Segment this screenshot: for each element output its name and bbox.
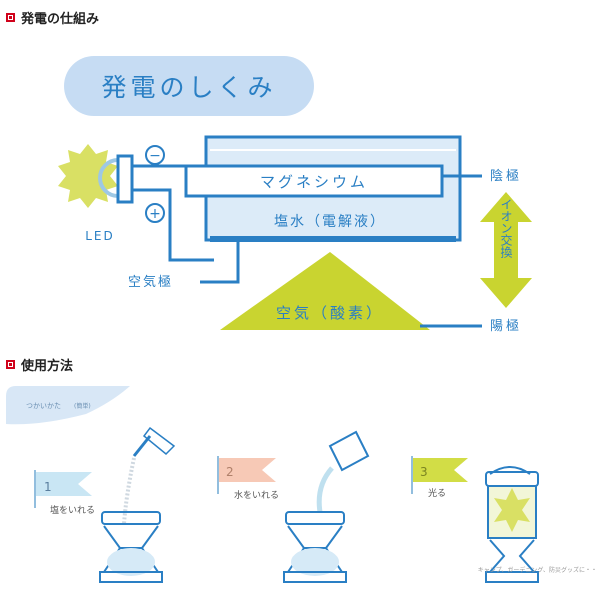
glow-icon (494, 488, 530, 532)
lantern-base (485, 571, 539, 583)
title-banner (64, 56, 314, 116)
minus-terminal-icon (145, 145, 165, 165)
air-electrode-label: 空気極 (128, 274, 173, 290)
step-2-number: 2 (226, 465, 234, 479)
flag-2-icon (219, 458, 276, 482)
generation-diagram: 発電のしくみ LED − + マグネシウム 塩水（電解液） 陰極 イオン交換 空… (58, 56, 532, 334)
scoop-icon (142, 426, 176, 456)
step-3: 3 光る (411, 456, 539, 583)
section-title-generation: 発電の仕組み (21, 12, 100, 27)
flag-1-icon (36, 472, 92, 496)
lantern-top (101, 511, 161, 525)
step-3-number: 3 (420, 465, 428, 479)
red-square-icon (6, 13, 15, 22)
positive-wire (132, 188, 214, 262)
lantern-top (485, 471, 539, 487)
ion-exchange-arrow (480, 192, 532, 308)
usage-tag-text: つかいかた (26, 402, 61, 410)
jug-icon (328, 430, 370, 472)
section-header-usage: 使用方法 (6, 355, 73, 374)
lantern-water (107, 548, 155, 576)
anode-label: 陽極 (490, 318, 522, 334)
section-title-usage: 使用方法 (21, 359, 74, 374)
cathode-label: 陰極 (490, 168, 522, 184)
step-2: 2 水をいれる (217, 430, 370, 583)
air-electrode-plate (210, 236, 456, 242)
electrolyte-label: 塩水（電解液） (274, 214, 386, 230)
plus-sign: + (149, 206, 161, 222)
usage-tag (6, 386, 130, 425)
water-stream (316, 466, 334, 513)
lantern-water (291, 548, 339, 576)
lantern-base (283, 571, 347, 583)
magnesium-label: マグネシウム (260, 173, 368, 191)
usage-tag-sub: (簡単) (74, 402, 91, 410)
lantern-base (99, 571, 163, 583)
step-1: 1 塩をいれる (34, 426, 176, 583)
magnesium-bar (184, 164, 444, 198)
usage-illustration: つかいかた (簡単) 1 塩をいれる 2 水をいれる (6, 386, 597, 583)
flag-3-icon (413, 458, 468, 482)
plus-terminal-icon (145, 203, 165, 223)
led-socket (116, 154, 134, 204)
step-1-number: 1 (44, 480, 52, 494)
air-oxygen-label: 空気（酸素） (276, 304, 384, 322)
lantern-frame (489, 539, 535, 573)
red-square-icon (6, 360, 15, 369)
air-oxygen-triangle (220, 252, 430, 330)
step-3-label: 光る (428, 487, 446, 499)
banner-text: 発電のしくみ (101, 73, 276, 102)
led-bulb-icon (98, 158, 119, 198)
step-2-label: 水をいれる (234, 489, 279, 501)
usage-caption: キャンプ、ガーデニング、防災グッズに・・ (478, 566, 597, 574)
minus-sign: − (149, 148, 161, 164)
ion-exchange-label: イオン交換 (499, 198, 513, 258)
scoop-handle (132, 435, 152, 457)
step-1-label: 塩をいれる (50, 504, 95, 516)
salt-stream (122, 457, 136, 525)
sun-icon (58, 144, 118, 208)
air-electrode-wire (200, 240, 240, 284)
led-label: LED (85, 229, 115, 243)
lantern-top (285, 511, 345, 525)
section-header-generation: 発電の仕組み (6, 8, 99, 27)
